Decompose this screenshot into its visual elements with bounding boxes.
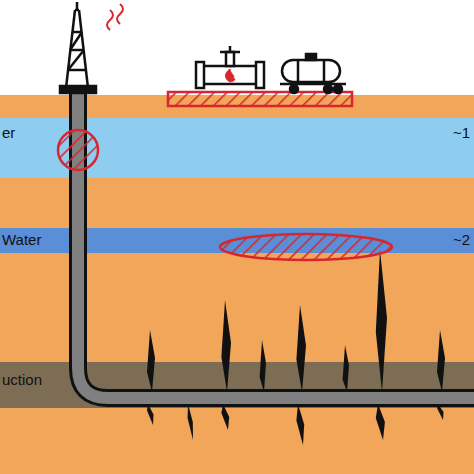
well-pipe xyxy=(78,92,474,398)
fracture xyxy=(188,404,193,440)
well-pipe-outline xyxy=(78,92,474,398)
fractures xyxy=(147,250,445,445)
fracture xyxy=(221,404,229,430)
fracture xyxy=(376,404,385,440)
fracture xyxy=(221,300,231,392)
layer-label: uction xyxy=(2,372,42,389)
casing-leak-zone xyxy=(58,130,98,170)
rock-layer xyxy=(0,408,474,474)
fracture xyxy=(147,330,155,392)
surface-spill-zone xyxy=(168,92,352,106)
fracture xyxy=(296,404,304,445)
production-band: uction xyxy=(0,362,474,408)
fracture xyxy=(343,345,349,392)
drilling-derrick xyxy=(60,2,96,93)
fracture xyxy=(296,305,306,392)
fracture xyxy=(437,330,445,392)
emission-waves xyxy=(107,4,123,30)
aquifer-band: er ~1 xyxy=(0,118,474,178)
layer-label: er xyxy=(2,125,15,142)
depth-label: ~1 xyxy=(453,125,470,142)
fracture xyxy=(147,404,154,425)
layer-label: Water xyxy=(2,232,41,249)
fracture xyxy=(376,250,387,392)
water-band: Water ~2 xyxy=(0,228,474,253)
pipeline-valve-icon xyxy=(196,46,264,88)
tanker-truck-icon xyxy=(280,54,346,93)
contamination-zone xyxy=(220,234,392,260)
fracture xyxy=(260,340,266,392)
depth-label: ~2 xyxy=(453,232,470,249)
